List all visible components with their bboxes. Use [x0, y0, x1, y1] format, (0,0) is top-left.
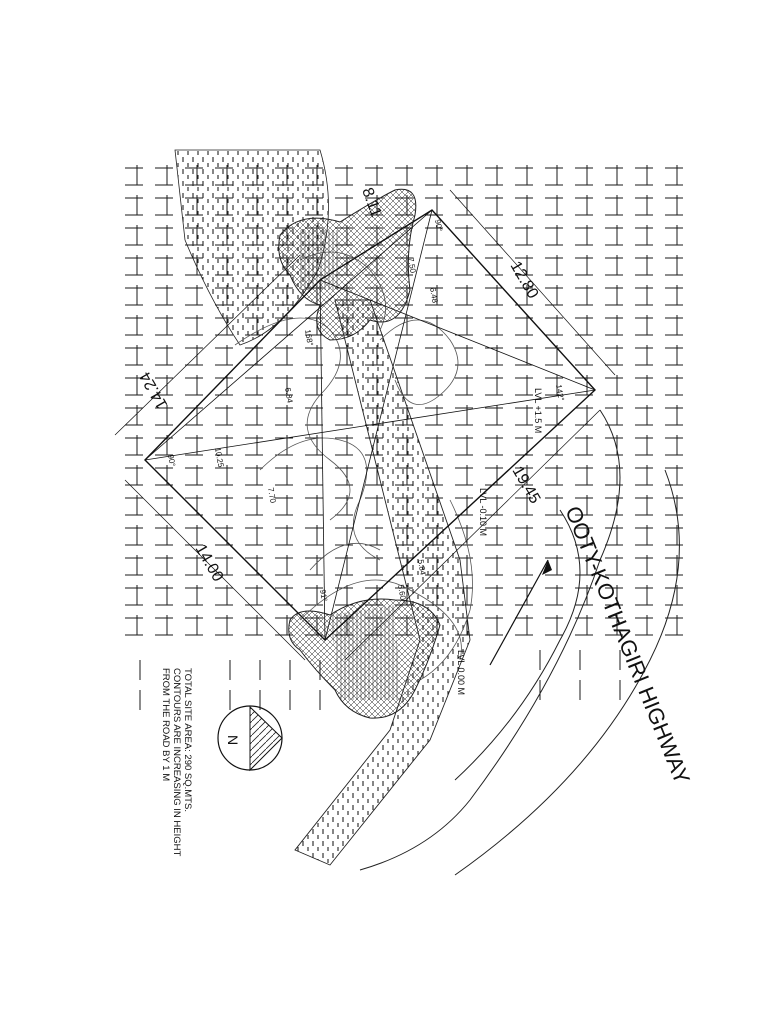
diagonal-5-60: 5.60 [396, 584, 408, 601]
angle-90-west: 90° [166, 454, 177, 467]
hatch-overlay-north [300, 230, 340, 290]
diagonal-6-84: 6.84 [283, 387, 295, 404]
level-labels: LVL +1.5 M LVL -0.10 M LVL 0.00 M [456, 388, 543, 695]
diagonal-labels: 6.84 10.25 7.70 6.48 5.60 7.50 5.84 [213, 257, 440, 601]
note-contour-height: FROM THE ROAD BY 1 M [160, 668, 171, 781]
dimension-west: 14.24 [137, 369, 172, 412]
angle-168: 168° [303, 329, 315, 347]
north-arrow: N [217, 705, 283, 772]
angle-142: 142° [554, 384, 566, 402]
angle-91: 91° [318, 589, 329, 602]
dimension-east: 19.45 [509, 464, 544, 507]
level-zero: LVL 0.00 M [456, 650, 466, 695]
diagonal-6-48: 6.48 [428, 287, 440, 304]
angle-90-north: 90° [433, 219, 444, 232]
highway-arrow-head [542, 560, 552, 575]
note-total-area: TOTAL SITE AREA: 290 SQ.MTS. [182, 668, 193, 812]
angle-labels: 168° 142° 91° 90° 90° [166, 219, 566, 602]
diagonal-5-84: 5.84 [416, 559, 428, 576]
level-minus-0-10: LVL -0.10 M [478, 488, 488, 536]
diagonal-7-70: 7.70 [266, 487, 278, 504]
highway-arrow [489, 559, 549, 666]
north-arrow-label: N [225, 735, 241, 745]
diagonal-10-25: 10.25 [213, 447, 225, 469]
hatch-overlay-south [330, 605, 400, 700]
diagonal-7-50: 7.50 [406, 257, 418, 274]
level-plus-1-5: LVL +1.5 M [533, 388, 543, 433]
note-contours: CONTOURS ARE INCREASING IN HEIGHT [171, 668, 182, 856]
site-notes: TOTAL SITE AREA: 290 SQ.MTS. CONTOURS AR… [160, 668, 193, 856]
dimension-north-east: 12.80 [507, 259, 542, 302]
site-boundary [114, 189, 616, 661]
highway-edges [359, 409, 680, 876]
